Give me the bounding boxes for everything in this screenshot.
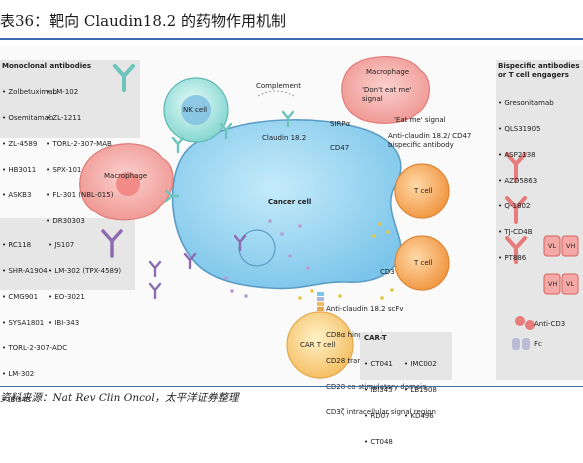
adc-item: • SHR-A1904: [2, 266, 48, 275]
car-t-item: • IMC002: [404, 360, 437, 369]
car-t-item: • CT048: [364, 437, 393, 446]
bispecific-item: • Q-1802: [498, 202, 531, 211]
nk-cell-nucleus: [181, 95, 211, 125]
adc-item: • LM-302: [2, 370, 35, 379]
fc-icon: [512, 316, 535, 350]
adc-list-col1: • RC118 • SHR-A1904 • CMG901 • SYSA1801 …: [2, 224, 67, 422]
t-cell-lower-label: T cell: [414, 259, 433, 267]
vl-label-2: VL: [566, 280, 575, 288]
bispecific-icon-2: [505, 196, 527, 224]
payload-dots: [224, 219, 310, 298]
t-cell-upper-shape: [394, 163, 450, 219]
bispecific-list: • Gresonitamab • QLS31905 • ASP2138 • AZ…: [498, 82, 554, 280]
car-t-cell-shape: [286, 311, 354, 379]
dont-eat-label: 'Don't eat me' signal: [362, 86, 412, 103]
car-t-item: • IBI345: [364, 385, 393, 394]
sirpa-label: SIRPα: [330, 120, 351, 128]
vh-label-1: VH: [566, 242, 576, 250]
complement-link: [257, 90, 295, 97]
car-t-heading: CAR-T: [364, 334, 387, 342]
mab-item: • TORL-2-307-MAB: [46, 139, 112, 148]
car-t-list-col1: • CT041 • IBI345 • RD07 • CT048: [364, 343, 393, 463]
fc-label: Fc: [534, 340, 542, 348]
cancer-cell-shape: [171, 119, 402, 290]
car-construct-item: Anti-claudin 18.2 scFv: [326, 305, 404, 314]
cytokine-dots: [298, 222, 394, 300]
nk-cell-label: NK cell: [183, 106, 208, 114]
bispecific-panel-bg: [496, 60, 583, 380]
figure-title: 表36：靶向 Claudin18.2 的药物作用机制: [0, 12, 286, 30]
macrophage-right-label: Macrophage: [366, 68, 410, 76]
macrophage-left-nucleus: [116, 172, 140, 196]
car-construct-stem: [317, 292, 324, 311]
mab-item: • ASKB3: [2, 191, 32, 200]
car-t-panel: [360, 332, 452, 380]
macrophage-right-shape: [341, 56, 430, 124]
adc-item: • RC118: [2, 241, 32, 250]
bispecific-item: • TJ-CD4B: [498, 228, 533, 237]
mab-item: • SPX-101: [46, 165, 82, 174]
bottom-rule: [0, 386, 583, 387]
bite-icon-1: [543, 235, 579, 257]
car-t-item: • RD07: [364, 411, 390, 420]
mab-item: • Zolbetuximab: [2, 88, 57, 97]
mab-item: • ZL-4589: [2, 139, 38, 148]
bispecific-icon-3: [505, 236, 527, 264]
complement-label: Complement: [256, 82, 301, 90]
cancer-cell-label: Cancer cell: [268, 198, 312, 206]
claudin-label: Claudin 18.2: [262, 134, 307, 142]
mab-list-col1: • Zolbetuximab • Osemitamab • ZL-4589 • …: [2, 71, 57, 217]
car-t-item: • CT041: [364, 360, 393, 369]
bispecific-item: • Gresonitamab: [498, 99, 554, 108]
title-rule: [0, 38, 583, 40]
cd3-label: CD3: [380, 268, 395, 276]
bispecific-item: • QLS31905: [498, 124, 541, 133]
bispecific-cd47-label: Anti-claudin 18.2/ CD47 bispecific antib…: [388, 132, 472, 149]
anti-cd3-label: Anti-CD3: [534, 320, 566, 328]
mab-antibody-icon: [113, 64, 135, 92]
mab-heading: Monoclonal antibodies: [2, 62, 92, 70]
adc-item: • SYSA1801: [2, 318, 45, 327]
mab-panel-bg: [0, 60, 140, 138]
mab-item: • ZL-1211: [46, 113, 82, 122]
car-t-cell-label: CAR T cell: [300, 341, 336, 349]
mab-item: • HB3011: [2, 165, 37, 174]
car-t-item: • LB1908: [404, 385, 437, 394]
adc-item: • EO-3021: [48, 292, 85, 301]
mab-item: • FL-301 (NBL-015): [46, 191, 114, 200]
adc-item: • IBI-343: [48, 318, 80, 327]
bite-icon-2: [543, 273, 579, 295]
bispecific-icon-1: [505, 152, 527, 182]
bispecific-item: • ASP2138: [498, 150, 536, 159]
mab-item: • Osemitamab: [2, 113, 54, 122]
vl-label-1: VL: [548, 242, 557, 250]
car-construct-item: CD3ζ intracellular signal region: [326, 408, 436, 417]
mab-item: • DR30303: [46, 217, 85, 226]
claudin-antibodies: [164, 110, 295, 203]
adc-item: • LM-302 (TPX-4589): [48, 266, 122, 275]
mechanism-diagram: Monoclonal antibodies • Zolbetuximab • O…: [0, 46, 583, 446]
source-note: 资料来源：Nat Rev Clin Oncol，太平洋证券整理: [0, 392, 239, 404]
bispecific-item: • AZD5863: [498, 176, 538, 185]
bispecific-item: • PT886: [498, 253, 527, 262]
cd47-label: CD47: [330, 144, 350, 152]
mab-list-col2: • LM-102 • ZL-1211 • TORL-2-307-MAB • SP…: [46, 71, 113, 243]
vh-label-2: VH: [548, 280, 558, 288]
mab-item: • LM-102: [46, 88, 79, 97]
adc-item: • CMG901: [2, 292, 39, 301]
adc-on-cell: [148, 234, 247, 300]
adc-item: • TORL-2-307-ADC: [2, 344, 68, 353]
bispecific-heading: Bispecific antibodies or T cell engagers: [498, 62, 580, 79]
macrophage-left-label: Macrophage: [104, 172, 148, 180]
t-cell-lower-shape: [394, 235, 450, 291]
eat-me-label: 'Eat me' signal: [394, 116, 446, 124]
car-t-list-col2: • IMC002 • LB1908 • KD496: [404, 343, 437, 438]
t-cell-upper-label: T cell: [414, 187, 433, 195]
adc-antibody-icon: [101, 229, 123, 258]
adc-item: • IBI343: [2, 395, 31, 404]
car-t-item: • KD496: [404, 411, 434, 420]
adc-list-col2: • JS107 • LM-302 (TPX-4589) • EO-3021 • …: [48, 224, 121, 344]
adc-item: • JS107: [48, 241, 75, 250]
